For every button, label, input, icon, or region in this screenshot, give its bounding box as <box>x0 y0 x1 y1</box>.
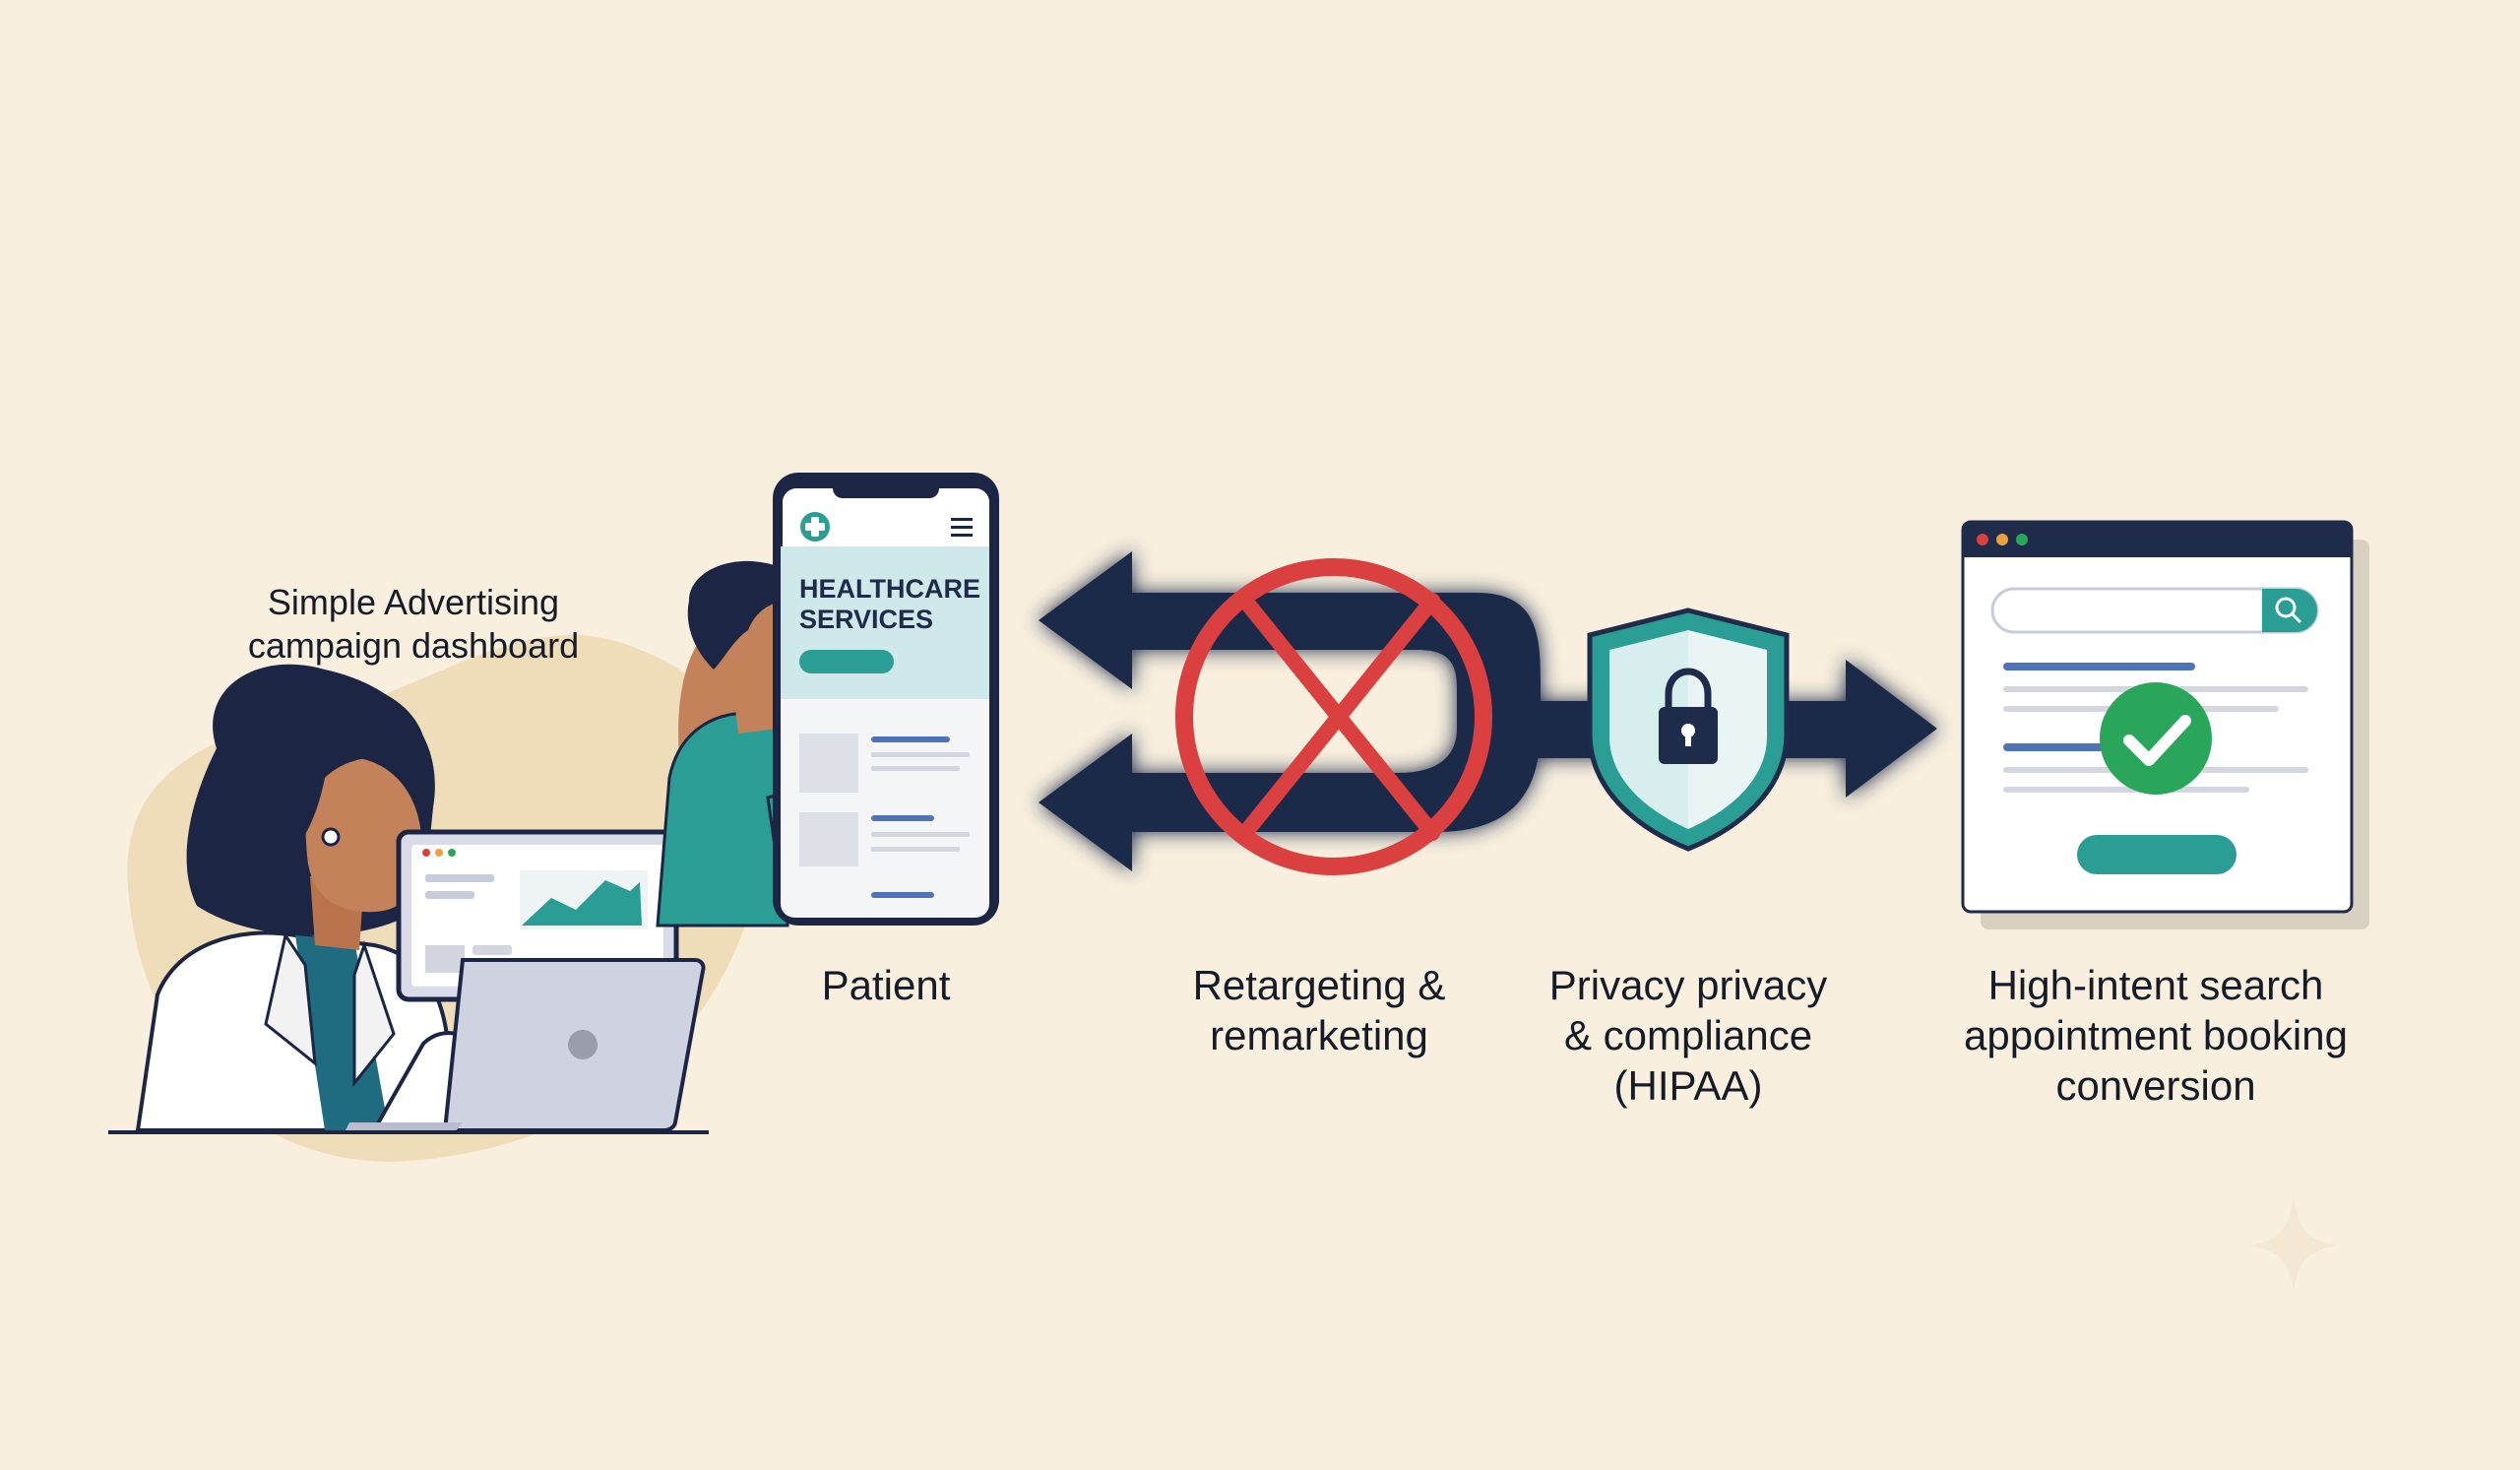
label-conversion-line3: conversion <box>2055 1062 2256 1110</box>
prohibited-x-icon <box>1175 558 1492 875</box>
label-dashboard: Simple Advertising campaign dashboard <box>167 581 660 668</box>
label-retargeting-line2: remarketing <box>1210 1012 1428 1059</box>
label-conversion: High-intent search appointment booking c… <box>1900 960 2412 1112</box>
booking-browser-window <box>1961 520 2369 929</box>
label-privacy: Privacy privacy & compliance (HIPAA) <box>1477 960 1900 1112</box>
phone-cta-button <box>799 650 894 673</box>
label-dashboard-line2: campaign dashboard <box>247 624 580 666</box>
front-laptop <box>345 958 706 1132</box>
phone-title-line1: HEALTHCARE <box>799 574 980 604</box>
label-dashboard-line1: Simple Advertising <box>267 582 560 622</box>
phone-title-line2: SERVICES <box>799 605 933 634</box>
label-conversion-line1: High-intent search <box>1987 962 2324 1008</box>
sparkle-icon <box>2249 1196 2338 1290</box>
book-appointment-button <box>2077 835 2236 874</box>
search-icon <box>2262 589 2317 632</box>
medical-cross-icon <box>800 512 830 542</box>
hamburger-menu-icon <box>951 518 973 537</box>
checkmark-circle-icon <box>2100 682 2212 795</box>
label-conversion-line2: appointment booking <box>1964 1012 2348 1059</box>
label-patient: Patient <box>738 960 1034 1010</box>
label-patient-line1: Patient <box>821 962 951 1008</box>
label-retargeting: Retargeting & remarketing <box>1122 960 1516 1060</box>
label-privacy-line2: & compliance <box>1563 1012 1813 1059</box>
shield-lock-icon <box>1587 607 1790 852</box>
doctor-illustration <box>135 664 485 1132</box>
dashboard-chart-area <box>522 880 642 926</box>
label-privacy-line1: Privacy privacy <box>1548 962 1828 1008</box>
healthcare-phone: HEALTHCARE SERVICES <box>773 473 999 926</box>
label-retargeting-line1: Retargeting & <box>1192 962 1446 1008</box>
label-privacy-line3: (HIPAA) <box>1613 1062 1763 1110</box>
